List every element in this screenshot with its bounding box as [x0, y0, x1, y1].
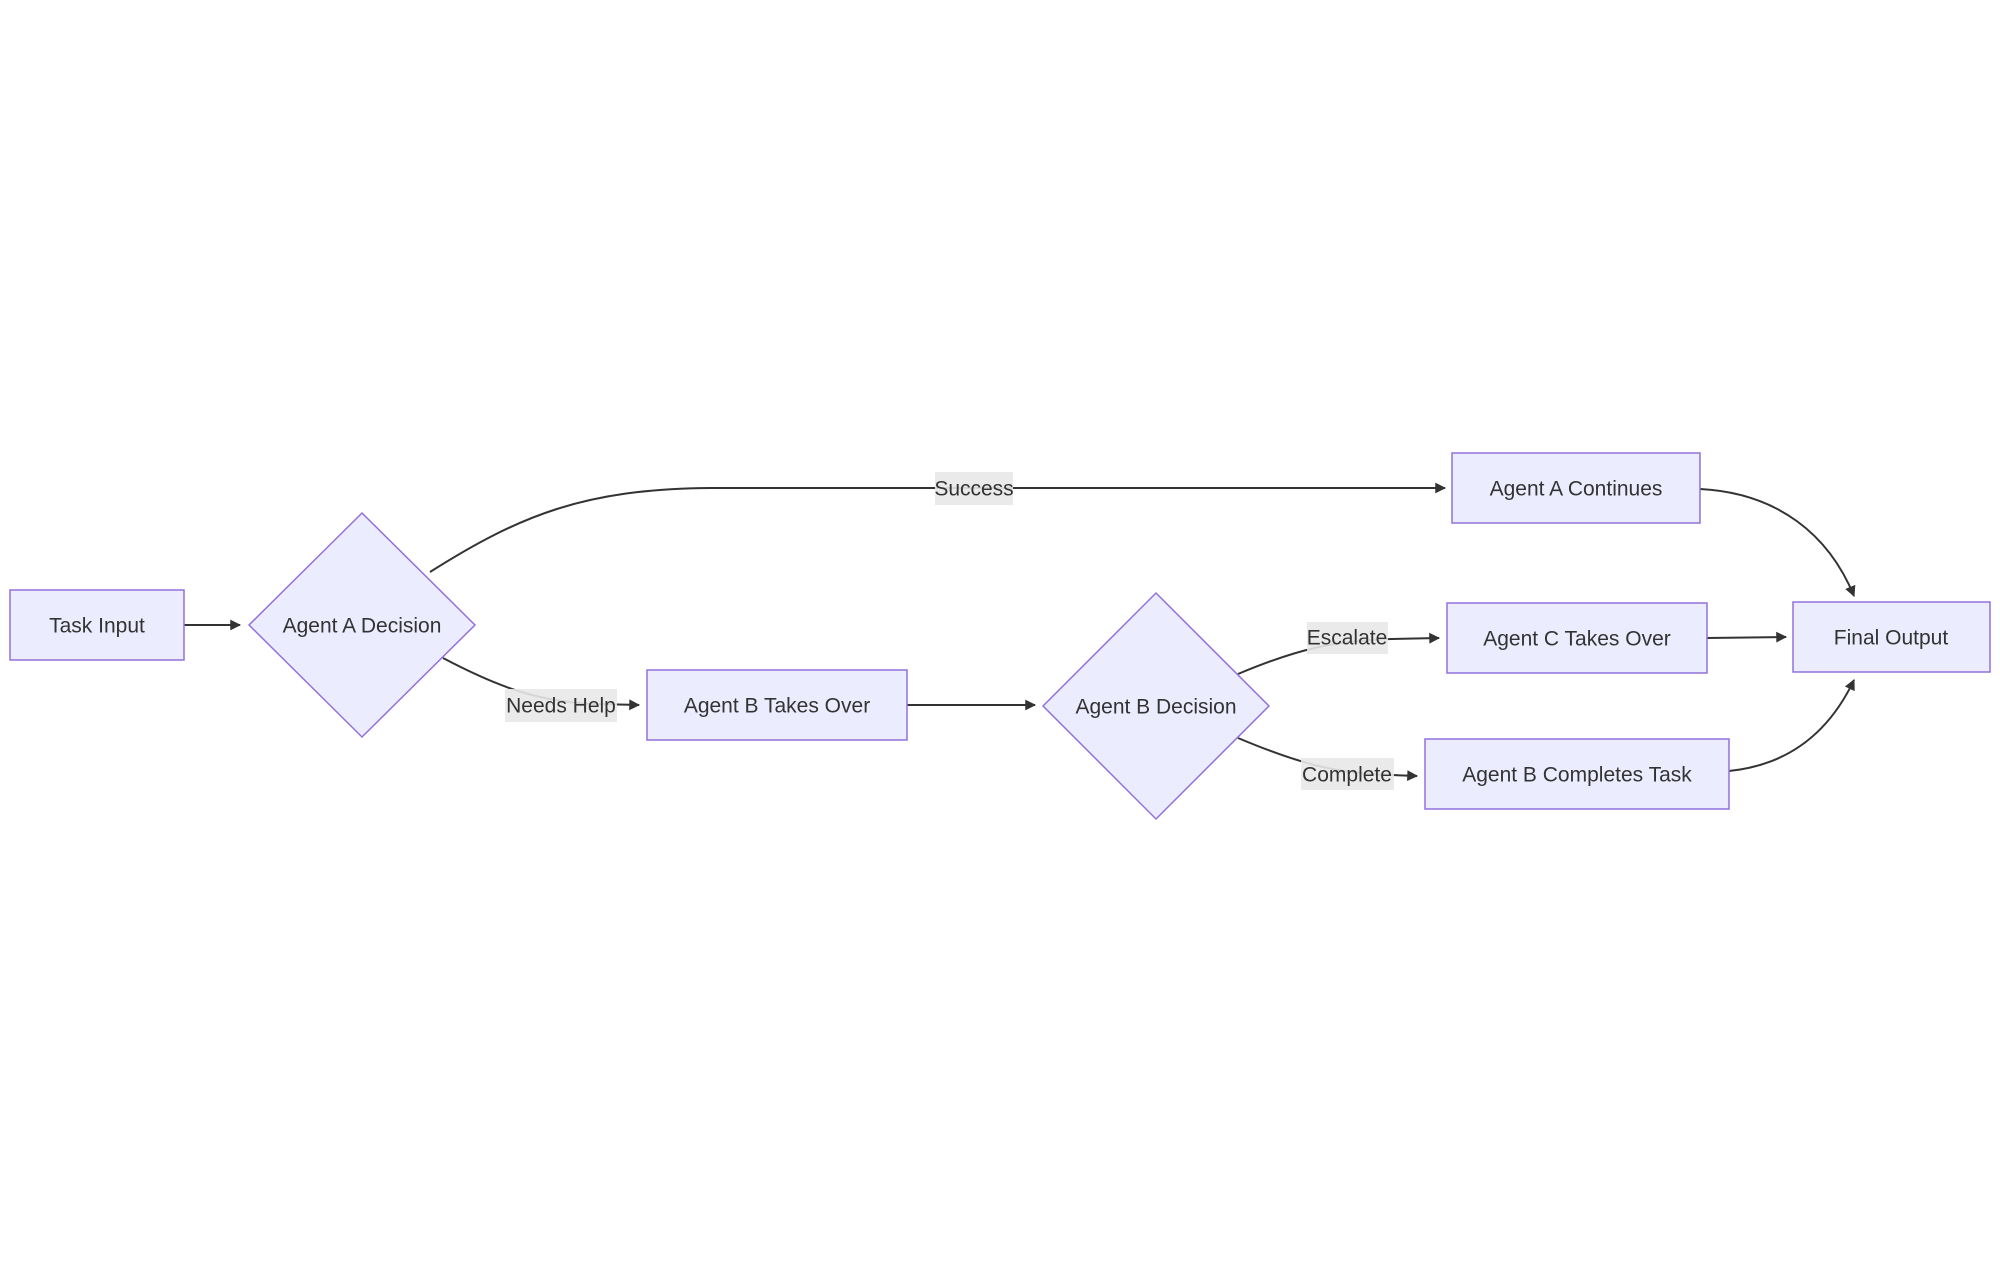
edge-label-complete-bg	[1301, 758, 1394, 790]
node-agent-a-continues-label: Agent A Continues	[1490, 478, 1663, 501]
node-agent-b-decision: Agent B Decision	[1041, 591, 1271, 821]
edge-label-needs-help-text: Needs Help	[506, 695, 616, 718]
node-agent-c-takes-over-shape	[1446, 602, 1708, 674]
node-final-output-label: Final Output	[1834, 627, 1949, 650]
node-task-input-label: Task Input	[49, 615, 145, 638]
node-agent-c-takes-over-label: Agent C Takes Over	[1483, 628, 1671, 651]
edge-agent-c-takes-over-to-final-output	[1706, 631, 1788, 643]
node-final-output: Final Output	[1792, 601, 1991, 673]
node-agent-b-decision-label: Agent B Decision	[1075, 696, 1236, 719]
edge-label-success-text: Success	[934, 478, 1013, 501]
edge-agent-a-decision-to-agent-a-continues	[429, 482, 1447, 573]
edge-labels-layer: Success Needs Help Escalate Complete	[505, 472, 1394, 790]
edge-label-complete-text: Complete	[1302, 764, 1392, 787]
node-agent-b-decision-shape	[1041, 591, 1271, 821]
node-agent-a-continues: Agent A Continues	[1451, 452, 1701, 524]
node-agent-c-takes-over: Agent C Takes Over	[1446, 602, 1708, 674]
node-agent-b-takes-over: Agent B Takes Over	[646, 669, 908, 741]
node-agent-a-decision-label: Agent A Decision	[283, 615, 442, 638]
nodes-layer: Task Input Agent A Decision Agent A Cont…	[9, 452, 1991, 821]
edge-label-complete: Complete	[1301, 758, 1394, 790]
node-agent-b-completes-task: Agent B Completes Task	[1424, 738, 1730, 810]
node-agent-a-decision: Agent A Decision	[247, 511, 477, 739]
edge-label-escalate: Escalate	[1307, 622, 1388, 654]
node-agent-b-takes-over-shape	[646, 669, 908, 741]
node-agent-a-decision-shape	[247, 511, 477, 739]
node-agent-a-continues-shape	[1451, 452, 1701, 524]
edge-label-success-bg	[935, 472, 1013, 505]
edge-label-success: Success	[934, 472, 1014, 505]
node-task-input-shape	[9, 589, 185, 661]
edge-label-needs-help: Needs Help	[505, 689, 617, 722]
edge-label-escalate-text: Escalate	[1307, 627, 1388, 650]
edge-agent-a-continues-to-final-output	[1699, 488, 1856, 598]
edge-label-escalate-bg	[1307, 622, 1388, 654]
node-agent-b-completes-task-shape	[1424, 738, 1730, 810]
node-final-output-shape	[1792, 601, 1991, 673]
node-agent-b-completes-task-label: Agent B Completes Task	[1462, 764, 1692, 787]
edge-agent-b-completes-task-to-final-output	[1728, 679, 1855, 772]
edge-label-needs-help-bg	[505, 689, 617, 722]
node-task-input: Task Input	[9, 589, 185, 661]
node-agent-b-takes-over-label: Agent B Takes Over	[684, 695, 870, 718]
